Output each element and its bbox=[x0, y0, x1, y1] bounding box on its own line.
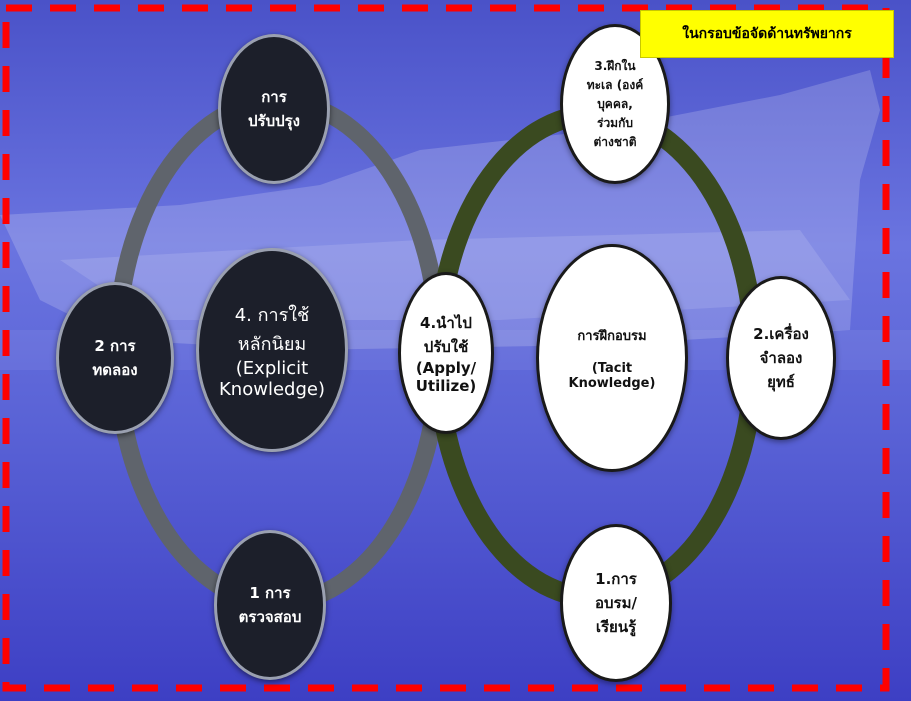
node-apply-utilize: 4.นำไป ปรับใช้ (Apply/ Utilize) bbox=[398, 272, 494, 434]
resource-constraint-badge: ในกรอบข้อจัดด้านทรัพยากร bbox=[640, 10, 894, 58]
node-learning: 1.การ อบรม/ เรียนรู้ bbox=[560, 524, 672, 682]
node-inspect: 1 การ ตรวจสอบ bbox=[214, 530, 326, 680]
node-experiment: 2 การ ทดลอง bbox=[56, 282, 174, 434]
node-improve: การ ปรับปรุง bbox=[218, 34, 330, 184]
node-simulator: 2.เครื่อง จำลอง ยุทธ์ bbox=[726, 276, 836, 440]
node-training-tacit-knowledge: การฝึกอบรม (Tacit Knowledge) bbox=[536, 244, 688, 472]
node-sea-training: 3.ฝึกใน ทะเล (องค์ บุคคล, ร่วมกับ ต่างชา… bbox=[560, 24, 670, 184]
node-doctrine-explicit-knowledge: 4. การใช้ หลักนิยม (Explicit Knowledge) bbox=[196, 248, 348, 452]
